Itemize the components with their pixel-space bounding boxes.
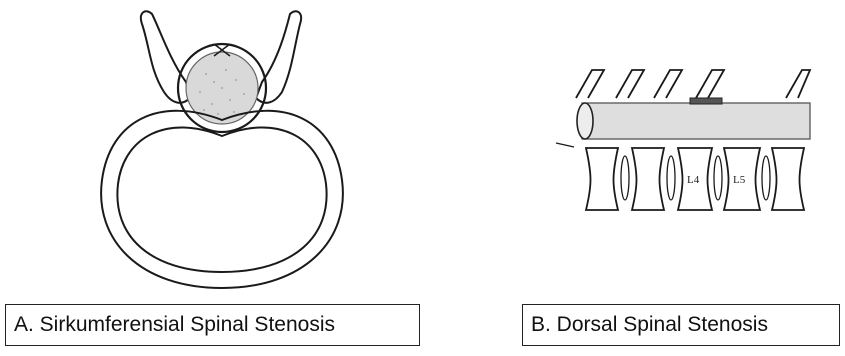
canal-opening bbox=[577, 103, 593, 139]
lamina-2 bbox=[616, 70, 644, 98]
disc-2 bbox=[667, 156, 675, 200]
disc-1 bbox=[621, 156, 629, 200]
vertebral-body-2 bbox=[632, 148, 664, 210]
left-posterior-process bbox=[141, 11, 190, 103]
lamina-5 bbox=[786, 70, 810, 98]
lamina-4 bbox=[696, 70, 724, 98]
panel-a-diagram bbox=[101, 11, 343, 288]
caption-panel-b: B. Dorsal Spinal Stenosis bbox=[522, 304, 840, 346]
vertebral-body-5 bbox=[772, 148, 804, 210]
caption-panel-a: A. Sirkumferensial Spinal Stenosis bbox=[5, 304, 420, 346]
vertebra-label-l5: L5 bbox=[733, 174, 746, 186]
vertebral-body-inner bbox=[117, 127, 326, 272]
lamina-3 bbox=[654, 70, 682, 98]
disc-4 bbox=[762, 156, 770, 200]
caption-panel-b-text: B. Dorsal Spinal Stenosis bbox=[531, 313, 768, 337]
vertebra-label-l4: L4 bbox=[687, 174, 700, 186]
spinal-canal-tube bbox=[582, 103, 810, 139]
caption-panel-a-text: A. Sirkumferensial Spinal Stenosis bbox=[14, 313, 335, 337]
lamina-1 bbox=[576, 70, 604, 98]
vertebral-body-1 bbox=[586, 148, 618, 210]
panel-b-diagram bbox=[556, 70, 810, 210]
disc-3 bbox=[714, 156, 722, 200]
dorsal-compression-mark bbox=[690, 98, 722, 104]
right-posterior-process bbox=[256, 11, 301, 103]
vertebral-body-outer bbox=[101, 111, 343, 288]
pointer-line bbox=[556, 143, 574, 147]
